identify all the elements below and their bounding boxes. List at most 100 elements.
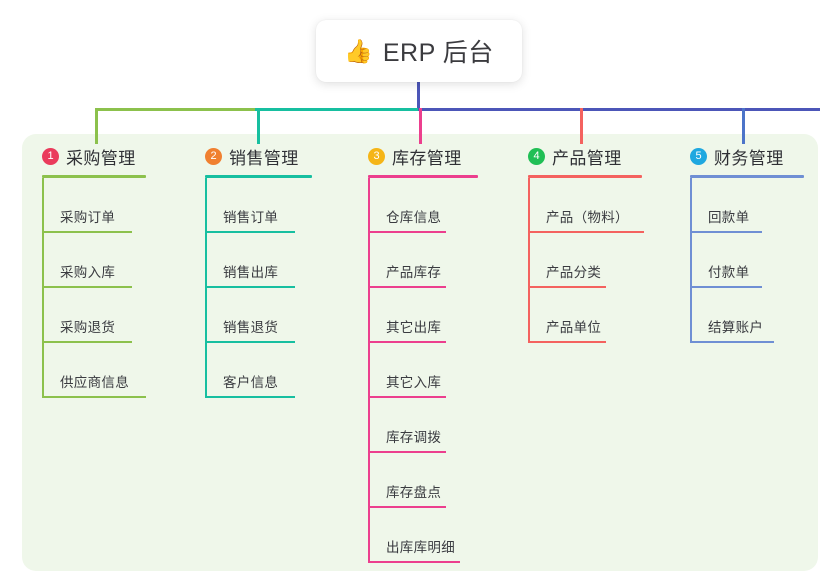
branch-spine — [690, 178, 692, 341]
branch-item[interactable]: 产品单位 — [528, 288, 642, 343]
branch-item-label: 付款单 — [708, 265, 750, 280]
branch-underline — [528, 175, 642, 178]
branch-header-purchase[interactable]: 1 采购管理 — [42, 144, 146, 168]
branch-number-badge: 5 — [690, 147, 707, 165]
branch-item[interactable]: 销售出库 — [205, 233, 312, 288]
branch-item[interactable]: 库存盘点 — [368, 453, 478, 508]
bus-segment-2 — [418, 108, 820, 111]
branch-item-label: 采购入库 — [60, 265, 116, 280]
branch-item-underline — [690, 286, 762, 288]
branch-item[interactable]: 付款单 — [690, 233, 804, 288]
branch-underline — [690, 175, 804, 178]
branch-title: 库存管理 — [392, 148, 462, 168]
branch-finance: 5 财务管理回款单付款单结算账户 — [690, 144, 804, 343]
branch-item-label: 销售订单 — [223, 210, 279, 225]
branch-item-label: 仓库信息 — [386, 210, 442, 225]
branch-number-badge: 4 — [528, 147, 545, 165]
branch-item-underline — [42, 396, 146, 398]
branch-item-underline — [368, 396, 446, 398]
branch-item-label: 其它出库 — [386, 320, 442, 335]
root-node[interactable]: 👍 ERP 后台 — [316, 20, 522, 82]
branch-item-label: 结算账户 — [708, 320, 764, 335]
branch-item-underline — [528, 341, 606, 343]
branch-number-badge: 1 — [42, 147, 59, 165]
thumbs-up-icon: 👍 — [344, 37, 373, 64]
branch-item[interactable]: 结算账户 — [690, 288, 804, 343]
branch-item-label: 采购退货 — [60, 320, 116, 335]
branch-item-label: 库存调拨 — [386, 430, 442, 445]
branch-product: 4 产品管理产品（物料） 产品分类产品单位 — [528, 144, 644, 343]
branch-item-label: 库存盘点 — [386, 485, 442, 500]
branch-header-finance[interactable]: 5 财务管理 — [690, 144, 804, 168]
branch-item-underline — [368, 506, 446, 508]
drop-inventory — [419, 108, 422, 144]
drop-purchase — [95, 108, 98, 144]
diagram-panel — [22, 134, 818, 571]
branch-item-label: 销售出库 — [223, 265, 279, 280]
branch-items-sales: 销售订单销售出库销售退货客户信息 — [205, 178, 312, 398]
branch-item[interactable]: 客户信息 — [205, 343, 312, 398]
branch-sales: 2 销售管理销售订单销售出库销售退货客户信息 — [205, 144, 312, 398]
branch-purchase: 1 采购管理采购订单采购入库采购退货供应商信息 — [42, 144, 146, 398]
branch-item-label: 产品单位 — [546, 320, 602, 335]
branch-item[interactable]: 采购入库 — [42, 233, 146, 288]
root-stem — [417, 82, 420, 110]
branch-item[interactable]: 销售订单 — [205, 178, 312, 233]
branch-item-label: 其它入库 — [386, 375, 442, 390]
drop-finance — [742, 108, 745, 144]
branch-item-label: 客户信息 — [223, 375, 279, 390]
bus-segment-1 — [255, 108, 418, 111]
branch-item[interactable]: 库存调拨 — [368, 398, 478, 453]
branch-item[interactable]: 产品分类 — [528, 233, 642, 288]
branch-item-underline — [368, 451, 446, 453]
branch-item-underline — [205, 341, 295, 343]
branch-title: 财务管理 — [714, 148, 784, 168]
branch-item[interactable]: 产品库存 — [368, 233, 478, 288]
branch-spine — [368, 178, 370, 561]
branch-title: 销售管理 — [229, 148, 299, 168]
branch-item-underline — [368, 286, 446, 288]
branch-item-label: 采购订单 — [60, 210, 116, 225]
root-title: ERP 后台 — [382, 39, 494, 67]
branch-item-label: 供应商信息 — [60, 375, 129, 390]
drop-sales — [257, 108, 260, 144]
branch-item[interactable]: 仓库信息 — [368, 178, 478, 233]
branch-items-finance: 回款单付款单结算账户 — [690, 178, 804, 343]
branch-title: 采购管理 — [66, 148, 136, 168]
branch-item-underline — [690, 231, 762, 233]
branch-item-underline — [42, 286, 132, 288]
branch-item-underline — [528, 286, 606, 288]
branch-item-underline — [528, 231, 644, 233]
branch-item-underline — [42, 231, 132, 233]
branch-item[interactable]: 销售退货 — [205, 288, 312, 343]
branch-item[interactable]: 其它出库 — [368, 288, 478, 343]
branch-item-label: 出库库明细 — [386, 540, 455, 555]
bus-segment-0 — [95, 108, 255, 111]
branch-item-label: 产品分类 — [546, 265, 602, 280]
branch-number-badge: 2 — [205, 147, 222, 165]
branch-item-underline — [368, 561, 460, 563]
branch-items-product: 产品（物料） 产品分类产品单位 — [528, 178, 644, 343]
branch-item[interactable]: 供应商信息 — [42, 343, 146, 398]
branch-item-label: 回款单 — [708, 210, 750, 225]
branch-item[interactable]: 采购订单 — [42, 178, 146, 233]
branch-title: 产品管理 — [552, 148, 622, 168]
branch-header-sales[interactable]: 2 销售管理 — [205, 144, 312, 168]
branch-item-label: 产品库存 — [386, 265, 442, 280]
branch-item-underline — [205, 286, 295, 288]
branch-item[interactable]: 其它入库 — [368, 343, 478, 398]
branch-item-underline — [368, 231, 446, 233]
branch-underline — [368, 175, 478, 178]
branch-item[interactable]: 回款单 — [690, 178, 804, 233]
branch-item[interactable]: 产品（物料） — [528, 178, 644, 233]
branch-underline — [42, 175, 146, 178]
branch-item[interactable]: 出库库明细 — [368, 508, 478, 563]
branch-item-label: 销售退货 — [223, 320, 279, 335]
branch-item-underline — [690, 341, 774, 343]
branch-header-product[interactable]: 4 产品管理 — [528, 144, 642, 168]
branch-item-underline — [205, 396, 295, 398]
branch-item[interactable]: 采购退货 — [42, 288, 146, 343]
